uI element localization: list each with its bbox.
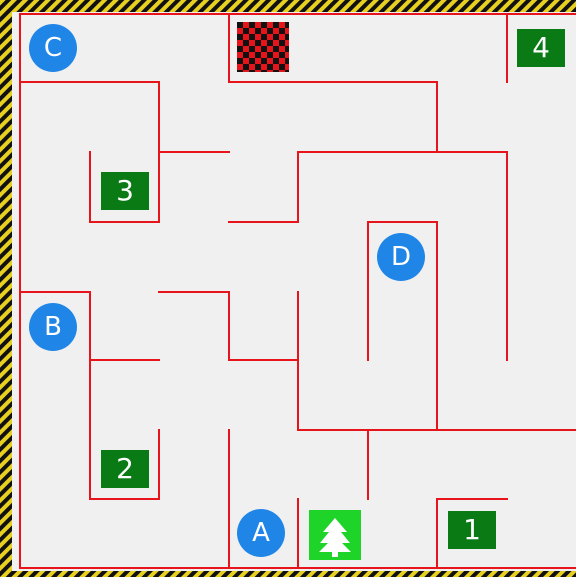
token-a[interactable]: A [237, 509, 285, 557]
player-tile[interactable] [309, 510, 361, 560]
maze-floor [12, 12, 576, 571]
token-b[interactable]: B [29, 303, 77, 351]
checkered-flag-icon[interactable] [237, 22, 289, 72]
tile-2[interactable]: 2 [101, 450, 149, 488]
tree-icon [309, 510, 361, 560]
tile-3[interactable]: 3 [101, 172, 149, 210]
tile-1[interactable]: 1 [448, 511, 496, 549]
tile-4[interactable]: 4 [517, 29, 565, 67]
token-d[interactable]: D [377, 233, 425, 281]
token-c[interactable]: C [29, 24, 77, 72]
